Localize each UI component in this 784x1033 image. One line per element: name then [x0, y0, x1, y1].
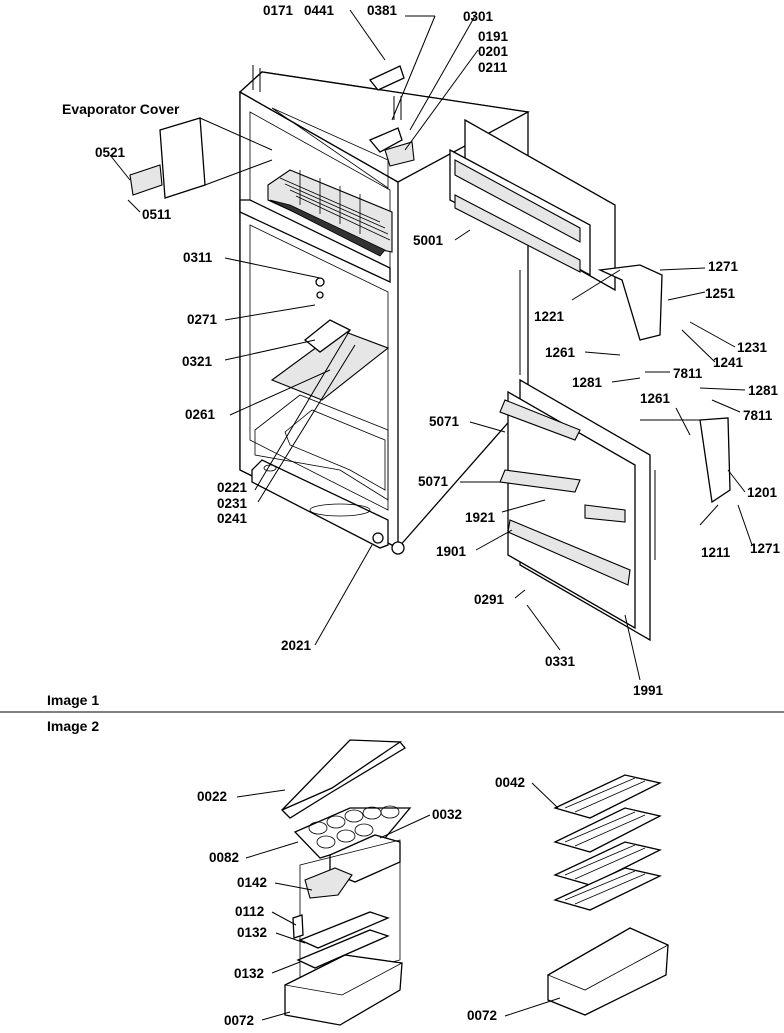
- label-5071-top: 5071: [429, 414, 460, 429]
- label-0042: 0042: [495, 775, 525, 790]
- label-0112: 0112: [235, 904, 264, 919]
- label-1901: 1901: [436, 544, 467, 559]
- image2-caption: Image 2: [47, 718, 99, 734]
- label-0082: 0082: [209, 850, 239, 865]
- label-0321: 0321: [182, 354, 213, 369]
- label-0301: 0301: [463, 9, 494, 24]
- label-1261-top: 1261: [545, 345, 576, 360]
- label-1261-bottom: 1261: [640, 391, 671, 406]
- label-0441: 0441: [304, 3, 335, 18]
- label-0381: 0381: [367, 3, 398, 18]
- label-5001: 5001: [413, 233, 444, 248]
- label-1251: 1251: [705, 286, 736, 301]
- label-1271-bottom: 1271: [750, 541, 781, 556]
- label-1231: 1231: [737, 340, 768, 355]
- label-0022: 0022: [197, 789, 227, 804]
- label-0211: 0211: [478, 60, 508, 75]
- part-labels-image2: 0022 0032 0082 0142 0112 0132 0132 0072 …: [197, 775, 525, 1028]
- label-1271-top: 1271: [708, 259, 739, 274]
- label-0271: 0271: [187, 312, 218, 327]
- label-1201: 1201: [747, 485, 778, 500]
- label-0311: 0311: [183, 250, 213, 265]
- label-0201: 0201: [478, 44, 509, 59]
- label-0231: 0231: [217, 496, 248, 511]
- leader-lines-image2: [236, 782, 561, 1021]
- accessories-drawing: [280, 739, 669, 1026]
- label-1281-left: 1281: [572, 375, 603, 390]
- label-0331: 0331: [545, 654, 576, 669]
- evaporator-cover-label: Evaporator Cover: [62, 101, 180, 117]
- label-0072-right: 0072: [467, 1008, 497, 1023]
- label-0142: 0142: [237, 875, 267, 890]
- label-0072-left: 0072: [224, 1013, 254, 1028]
- label-7811-top: 7811: [673, 366, 703, 381]
- freezer-door-drawing: [449, 118, 663, 341]
- label-1921: 1921: [465, 510, 496, 525]
- label-1211: 1211: [701, 545, 731, 560]
- label-0191: 0191: [478, 29, 509, 44]
- part-labels-image1: Evaporator Cover 0171 0441 0381 0301 019…: [62, 3, 781, 698]
- label-0511: 0511: [142, 207, 172, 222]
- label-0032: 0032: [432, 807, 462, 822]
- label-0171: 0171: [263, 3, 294, 18]
- label-0261: 0261: [185, 407, 216, 422]
- label-0132-lower: 0132: [234, 966, 264, 981]
- label-0241: 0241: [217, 511, 248, 526]
- label-5071-bottom: 5071: [418, 474, 449, 489]
- label-0521: 0521: [95, 145, 126, 160]
- leader-lines-image1: [109, 9, 753, 681]
- evaporator-cover-drawing: [129, 117, 273, 199]
- label-7811-bottom: 7811: [743, 408, 773, 423]
- label-2021: 2021: [281, 638, 312, 653]
- label-0291: 0291: [474, 592, 505, 607]
- fresh-food-door-drawing: [499, 378, 731, 642]
- label-0132-upper: 0132: [237, 925, 267, 940]
- label-0221: 0221: [217, 480, 248, 495]
- label-1221: 1221: [534, 309, 565, 324]
- image1-caption: Image 1: [47, 692, 99, 708]
- label-1281-right: 1281: [748, 383, 779, 398]
- label-1241: 1241: [713, 355, 744, 370]
- label-1991: 1991: [633, 683, 664, 698]
